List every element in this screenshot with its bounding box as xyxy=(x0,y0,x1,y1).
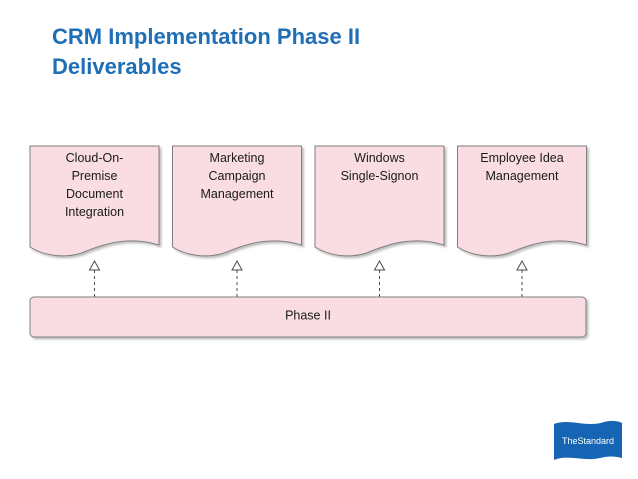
deliverable-label-line: Premise xyxy=(72,169,118,183)
deliverable-label-line: Integration xyxy=(65,205,124,219)
deliverable-label-line: Employee Idea xyxy=(480,151,563,165)
logo-text: TheStandard xyxy=(562,436,614,446)
slide-title: CRM Implementation Phase II Deliverables xyxy=(52,22,360,82)
flag-icon xyxy=(554,420,622,460)
deliverable-label-line: Windows xyxy=(354,151,405,165)
deliverable-label-line: Document xyxy=(66,187,123,201)
deliverable-label-line: Management xyxy=(486,169,559,183)
arrowhead-icon xyxy=(231,259,243,271)
deliverable-document xyxy=(314,145,445,257)
title-line-1: CRM Implementation Phase II xyxy=(52,24,361,49)
company-logo: TheStandard xyxy=(552,418,626,466)
title-line-2: Deliverables xyxy=(52,54,182,79)
arrowhead-icon xyxy=(88,259,101,271)
deliverable-label-line: Campaign xyxy=(209,169,266,183)
deliverable-label-line: Management xyxy=(201,187,274,201)
deliverable-document xyxy=(457,145,587,257)
deliverable-document xyxy=(29,145,160,257)
arrowhead-icon xyxy=(373,259,386,271)
deliverable-document xyxy=(172,145,302,257)
deliverable-label-line: Single-Signon xyxy=(341,169,419,183)
phase-bar xyxy=(29,296,587,338)
phase-label: Phase II xyxy=(285,308,331,322)
arrowhead-icon xyxy=(516,259,528,271)
deliverable-label-line: Marketing xyxy=(210,151,265,165)
deliverable-label-line: Cloud-On- xyxy=(66,151,124,165)
